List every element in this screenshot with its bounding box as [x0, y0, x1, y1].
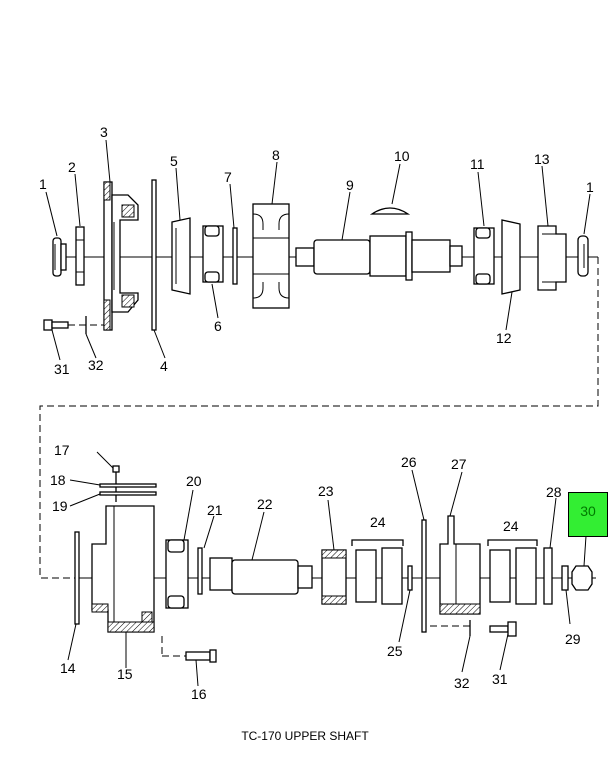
callout-18: 18: [50, 472, 66, 488]
connector-dashed: [39, 257, 599, 579]
callout-21: 21: [207, 502, 223, 518]
callout-10: 10: [394, 148, 410, 164]
callout-11: 11: [470, 156, 485, 172]
part-27-housing: [430, 515, 481, 627]
part-13-cover: [537, 225, 567, 291]
diagram-caption: TC-170 UPPER SHAFT: [241, 729, 369, 743]
part-14-gasket: [74, 531, 80, 625]
part-4-gasket: [151, 179, 157, 331]
part-11-bearing-cone: [473, 227, 495, 285]
part-5-bearing-cup: [171, 217, 191, 295]
part-6-bearing-cone: [202, 225, 224, 283]
callout-13: 13: [534, 151, 550, 167]
callout-3: 3: [100, 124, 108, 140]
part-24-bearings-left: [351, 539, 404, 605]
callout-25: 25: [387, 643, 403, 659]
callout-30-highlighted[interactable]: 30: [580, 503, 596, 519]
callout-labels: 1 2 3 4 5 6 7 8 9 10 11 12 13 1 31 32 17…: [39, 124, 594, 702]
callout-32: 32: [88, 357, 104, 373]
bottom-assembly: [74, 465, 596, 663]
part-21-snap-ring: [197, 547, 203, 595]
part-10-key: [369, 207, 411, 215]
callout-14: 14: [60, 660, 76, 676]
callout-22: 22: [257, 496, 273, 512]
bolt-31-top: [43, 316, 104, 334]
part-8-gear: [252, 203, 290, 309]
part-2-seal: [75, 226, 85, 286]
part-29-nut: [561, 565, 569, 591]
part-28-washer: [543, 547, 553, 605]
callout-23: 23: [318, 483, 334, 499]
part-12-bearing-cup: [501, 219, 521, 295]
part-23-bearing: [321, 549, 347, 605]
parts-17-18-19: [99, 465, 157, 502]
callout-28: 28: [546, 484, 562, 500]
part-1-cap-left: [52, 237, 67, 277]
part-7-snap-ring: [232, 227, 238, 285]
part-9-shaft: [295, 231, 463, 281]
callout-15: 15: [117, 666, 133, 682]
callout-9: 9: [346, 177, 354, 193]
callout-12: 12: [496, 330, 512, 346]
part-1-cap-right: [577, 235, 589, 277]
top-assembly: [43, 179, 598, 334]
callout-29: 29: [565, 631, 581, 647]
callout-2: 2: [68, 159, 76, 175]
leader-lines: [45, 139, 591, 687]
part-22-shaft: [209, 557, 313, 595]
part-20-bearing: [165, 539, 189, 609]
bolt-31-bottom: [469, 620, 517, 637]
callout-32-bottom: 32: [454, 675, 470, 691]
callout-27: 27: [451, 456, 467, 472]
callout-1-right: 1: [586, 179, 594, 195]
callout-24: 24: [370, 514, 386, 530]
part-30-nut: [571, 565, 593, 591]
callout-17: 17: [54, 442, 70, 458]
part-15-housing: [91, 505, 155, 633]
callout-6: 6: [214, 318, 222, 334]
part-24-bearings-right: [487, 539, 538, 605]
callout-8: 8: [272, 147, 280, 163]
callout-31: 31: [54, 361, 70, 377]
callout-4: 4: [160, 358, 168, 374]
callout-1: 1: [39, 176, 47, 192]
callout-5: 5: [170, 153, 178, 169]
part-3-housing: [103, 181, 139, 331]
part-25-ring: [407, 565, 413, 591]
callout-20: 20: [186, 473, 202, 489]
callout-7: 7: [224, 169, 232, 185]
part-16-bolt: [161, 636, 217, 663]
callout-24-right: 24: [503, 518, 519, 534]
part-26-plate: [421, 519, 427, 633]
callout-31-bottom: 31: [492, 671, 508, 687]
callout-16: 16: [191, 686, 207, 702]
callout-19: 19: [52, 498, 68, 514]
callout-26: 26: [401, 454, 417, 470]
highlight-callout-box[interactable]: [568, 492, 608, 537]
